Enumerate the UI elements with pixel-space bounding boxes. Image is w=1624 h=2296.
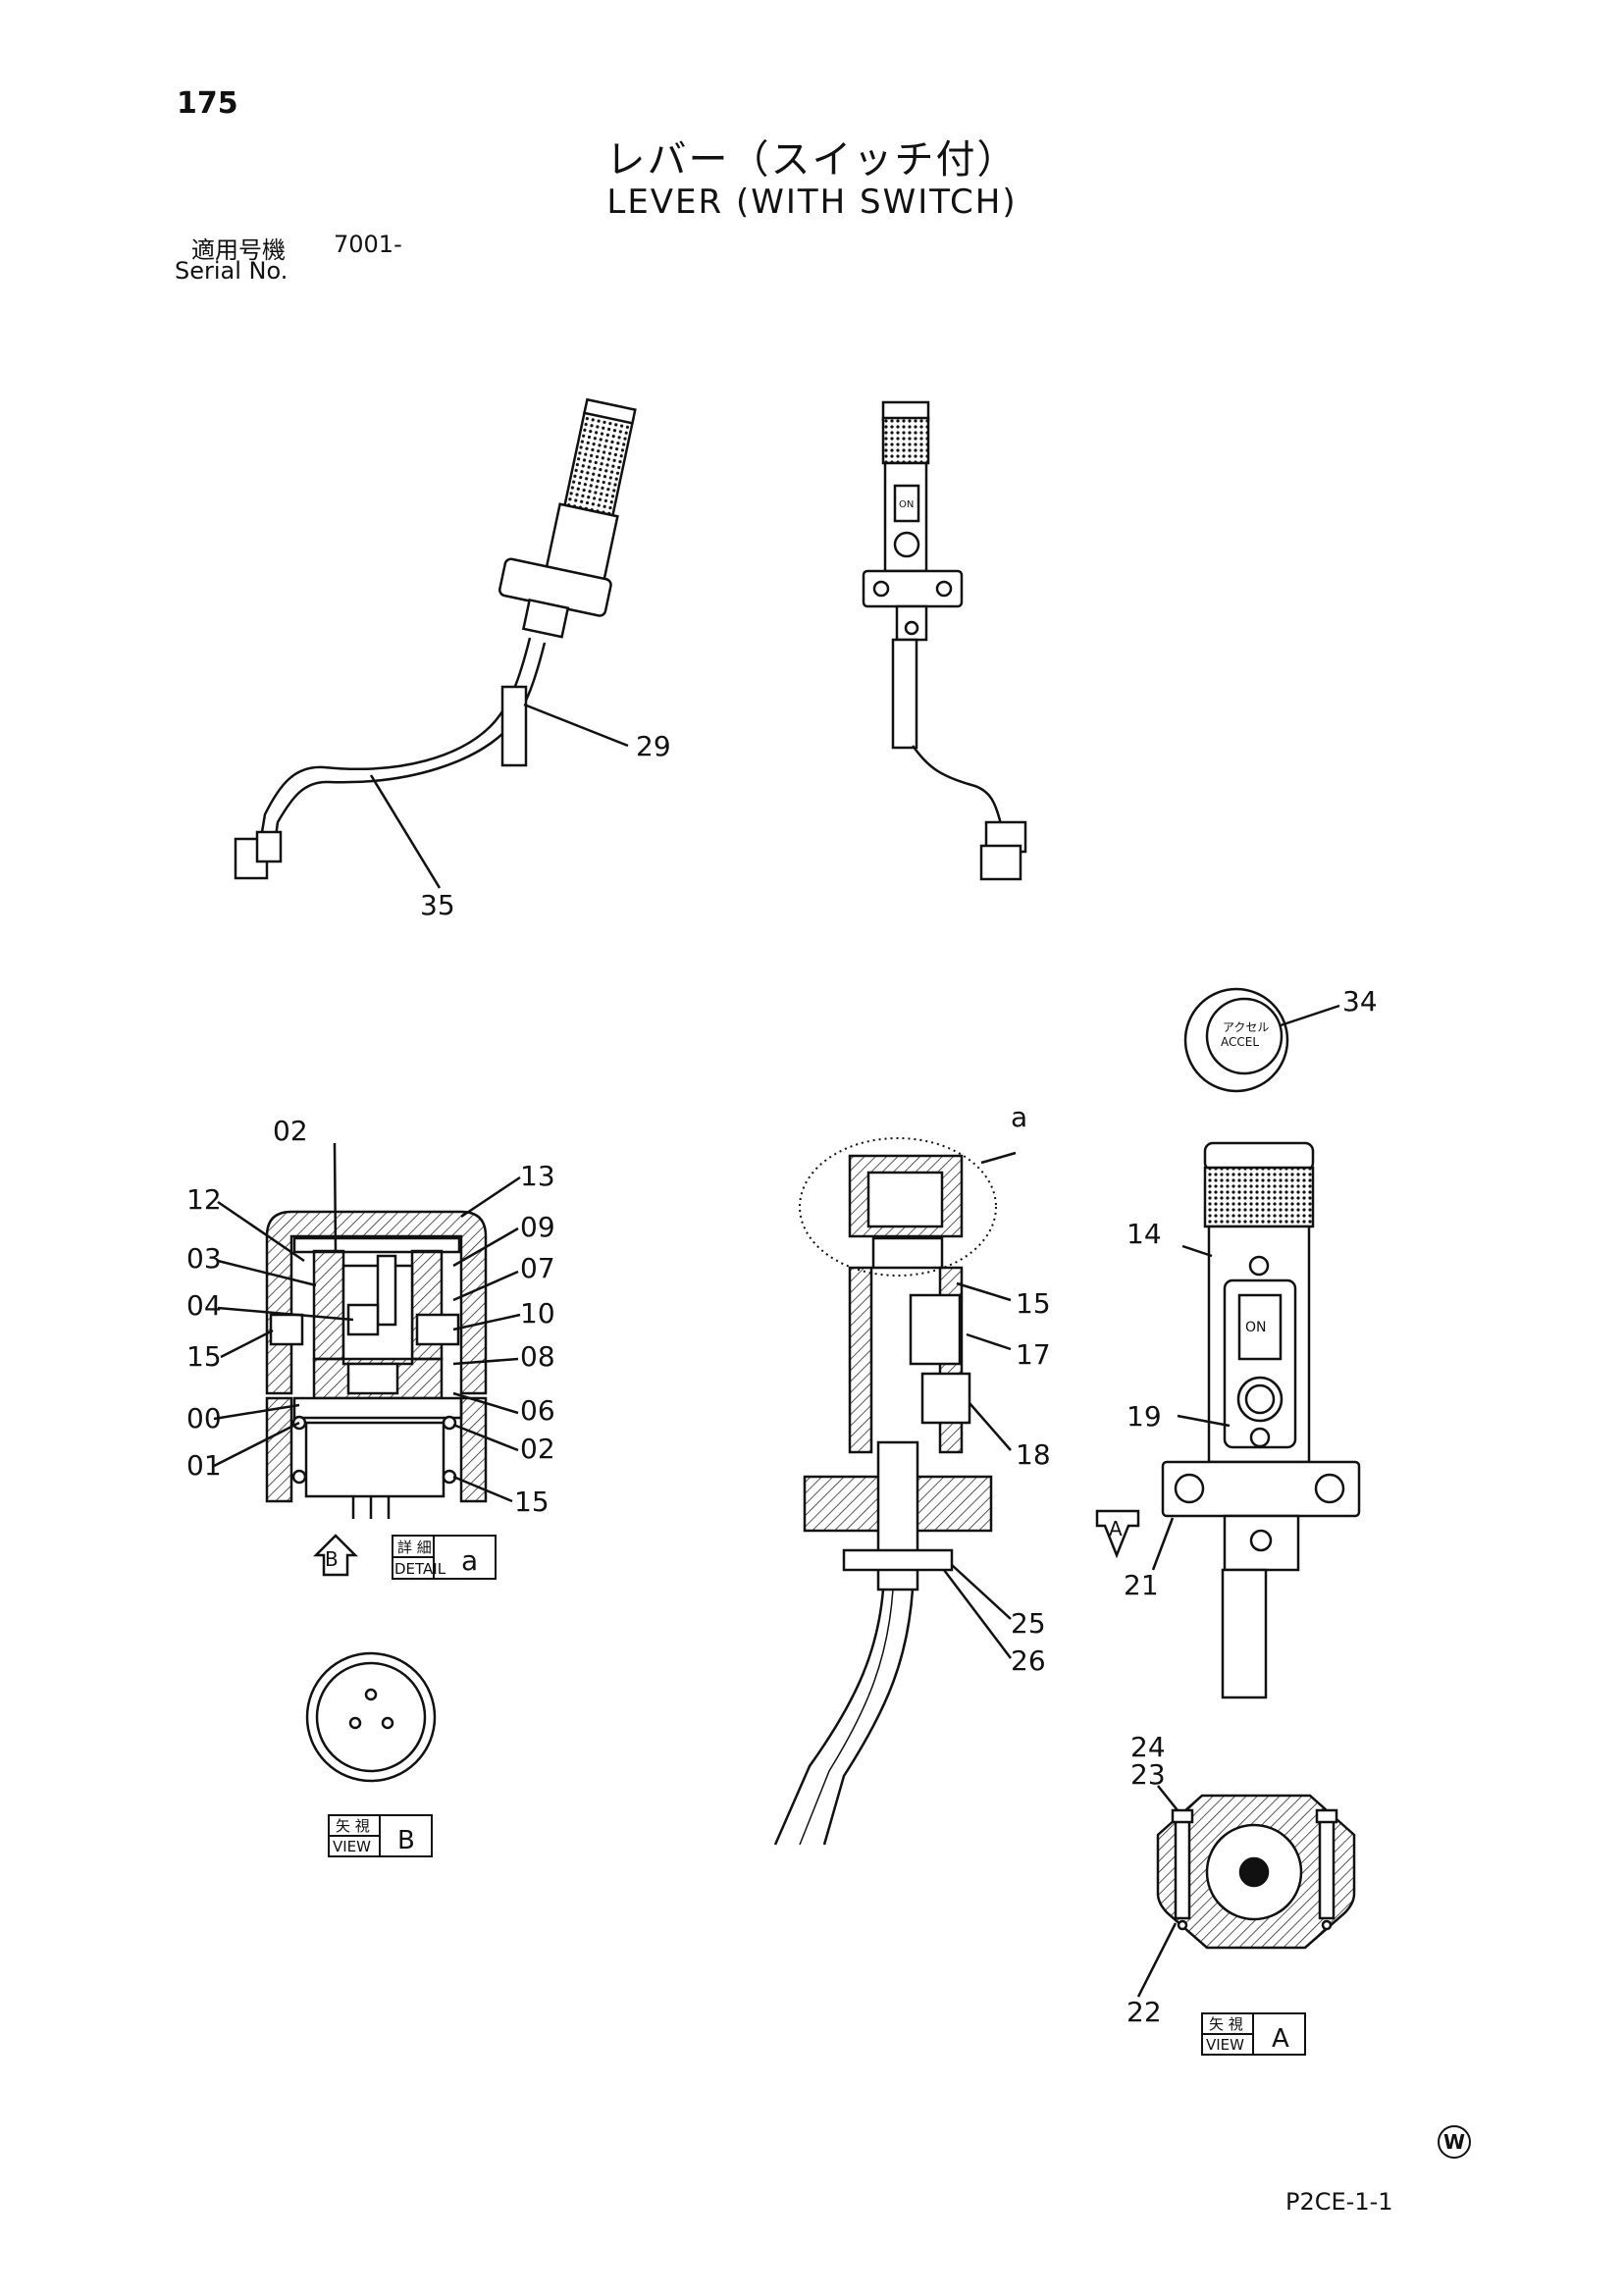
accel-label-ja: アクセル bbox=[1223, 1020, 1269, 1034]
callout-24: 24 bbox=[1130, 1731, 1166, 1763]
callout-17: 17 bbox=[1016, 1338, 1051, 1371]
detail-a-box-letter: a bbox=[461, 1544, 478, 1577]
view-a-section bbox=[1136, 1785, 1356, 1998]
switch-on-label: ON bbox=[1245, 1320, 1267, 1335]
callout-19: 19 bbox=[1126, 1400, 1162, 1433]
detail-a-section bbox=[213, 1142, 521, 1519]
view-b-box-ja: 矢 視 bbox=[336, 1817, 370, 1835]
callout-15-left: 15 bbox=[186, 1340, 222, 1373]
callout-29: 29 bbox=[636, 730, 671, 762]
callout-02-top: 02 bbox=[273, 1115, 308, 1147]
view-a-box-ja: 矢 視 bbox=[1209, 2015, 1243, 2033]
lever-front-view bbox=[862, 400, 1027, 881]
callout-25: 25 bbox=[1011, 1607, 1046, 1640]
switch-on-label-small: ON bbox=[899, 499, 914, 510]
view-a-box-en: VIEW bbox=[1206, 2036, 1244, 2054]
callout-35: 35 bbox=[420, 889, 455, 921]
view-a-arrow-letter: A bbox=[1109, 1517, 1123, 1540]
callout-15-center: 15 bbox=[1016, 1287, 1051, 1320]
accel-switch-button bbox=[1183, 987, 1340, 1093]
callout-18: 18 bbox=[1016, 1438, 1051, 1471]
serial-label-japanese: 適用号機 bbox=[191, 236, 286, 264]
view-a-box-letter: A bbox=[1272, 2024, 1289, 2054]
callout-21: 21 bbox=[1124, 1569, 1159, 1601]
callout-10: 10 bbox=[520, 1297, 555, 1330]
page-code: P2CE-1-1 bbox=[1285, 2188, 1393, 2216]
callout-26: 26 bbox=[1011, 1644, 1046, 1677]
callout-09: 09 bbox=[520, 1211, 555, 1243]
callout-06: 06 bbox=[520, 1394, 555, 1427]
serial-label-english: Serial No. bbox=[175, 257, 288, 285]
callout-15-right: 15 bbox=[514, 1486, 550, 1518]
view-b-connector bbox=[305, 1651, 437, 1783]
view-a-arrow bbox=[1095, 1509, 1140, 1559]
lever-section-view bbox=[773, 1137, 1017, 1846]
callout-34: 34 bbox=[1342, 985, 1378, 1018]
w-mark: W bbox=[1438, 2125, 1471, 2159]
callout-13: 13 bbox=[520, 1160, 555, 1192]
callout-04: 04 bbox=[186, 1289, 222, 1322]
view-b-box bbox=[328, 1814, 433, 1857]
callout-00: 00 bbox=[186, 1402, 222, 1435]
callout-03: 03 bbox=[186, 1242, 222, 1275]
view-b-arrow bbox=[312, 1534, 359, 1577]
callout-14: 14 bbox=[1126, 1218, 1162, 1250]
callout-23: 23 bbox=[1130, 1758, 1166, 1791]
detail-a-box bbox=[392, 1535, 497, 1580]
view-b-arrow-letter: B bbox=[325, 1547, 339, 1571]
title-japanese: レバー（スイッチ付） bbox=[605, 137, 1019, 183]
detail-a-box-ja: 詳 細 bbox=[397, 1539, 432, 1556]
serial-value: 7001- bbox=[334, 231, 402, 258]
callout-12: 12 bbox=[186, 1183, 222, 1216]
detail-a-box-en: DETAIL bbox=[394, 1560, 446, 1578]
callout-02-bottom: 02 bbox=[520, 1433, 555, 1465]
callout-01: 01 bbox=[186, 1449, 222, 1482]
lever-front-detail bbox=[1151, 1141, 1361, 1699]
callout-22: 22 bbox=[1126, 1996, 1162, 2028]
view-b-box-letter: B bbox=[397, 1826, 415, 1855]
view-a-box bbox=[1201, 2012, 1306, 2056]
callout-a: a bbox=[1011, 1101, 1027, 1133]
view-b-box-en: VIEW bbox=[333, 1838, 371, 1855]
callout-07: 07 bbox=[520, 1252, 555, 1284]
title-english: LEVER (WITH SWITCH) bbox=[606, 183, 1018, 222]
page-number: 175 bbox=[177, 86, 238, 121]
lever-side-view bbox=[234, 397, 637, 889]
callout-08: 08 bbox=[520, 1340, 555, 1373]
accel-label-en: ACCEL bbox=[1221, 1035, 1259, 1049]
